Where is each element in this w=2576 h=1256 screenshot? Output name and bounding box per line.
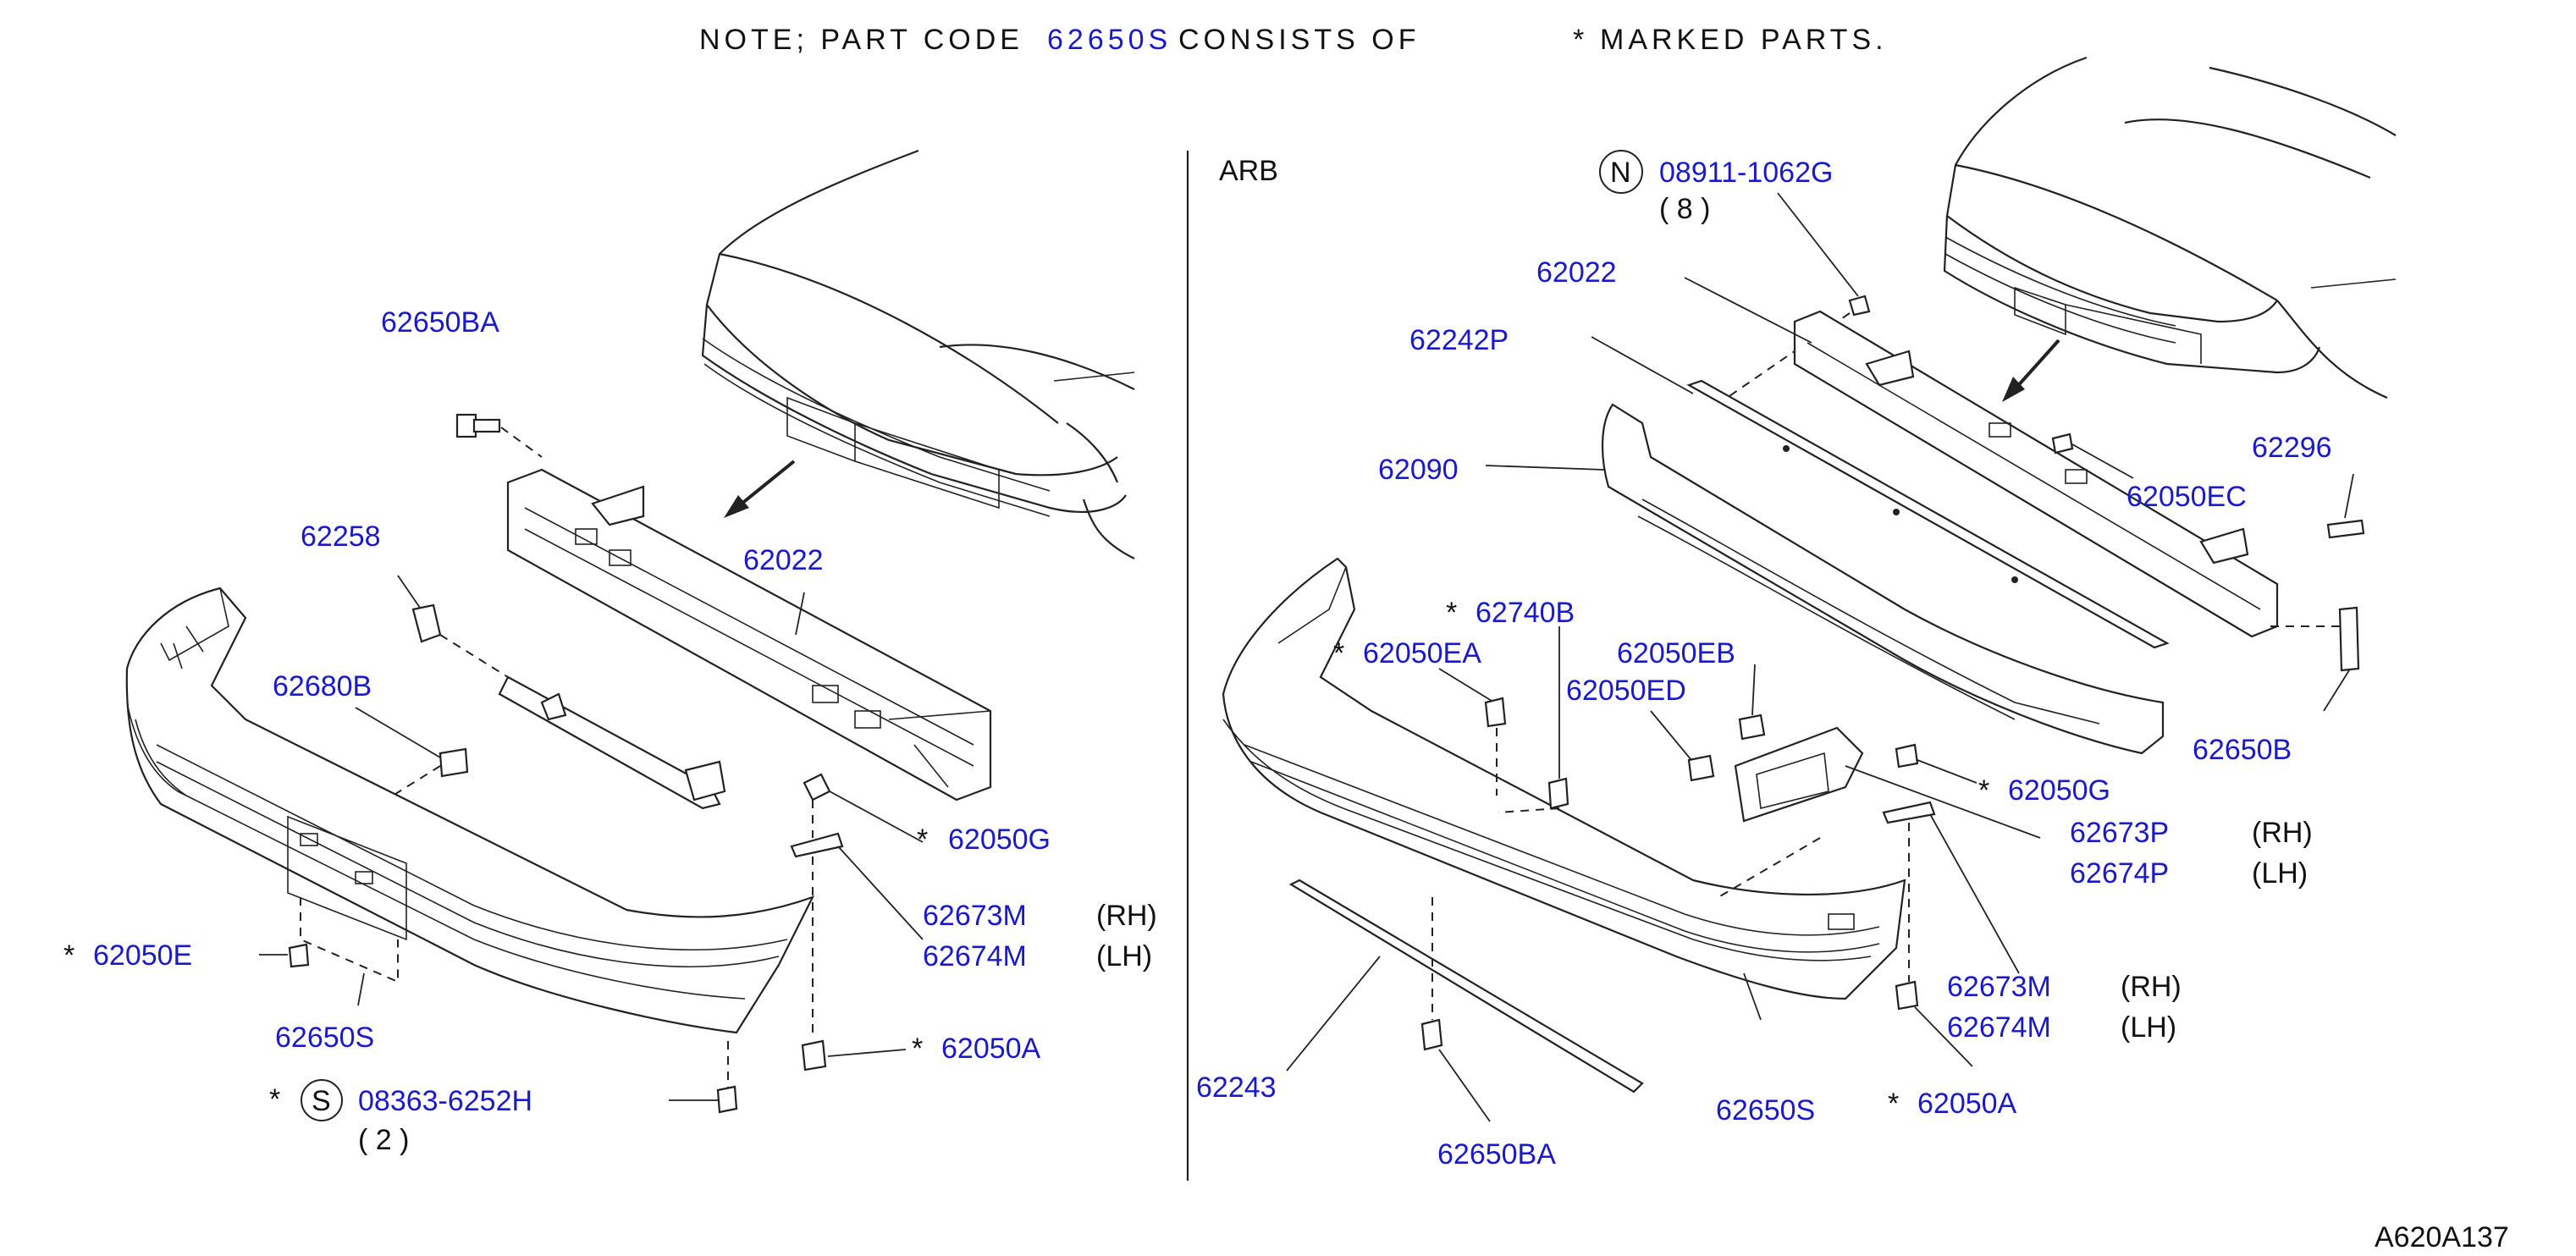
left-bracket-62673M	[790, 832, 924, 1033]
star-r-62050G: *	[1978, 774, 1989, 807]
label-62050A[interactable]: 62050A	[941, 1033, 1041, 1065]
label-r-lh-m: (LH)	[2121, 1011, 2176, 1044]
label-62242P[interactable]: 62242P	[1409, 324, 1509, 356]
label-62050EC[interactable]: 62050EC	[2126, 481, 2247, 513]
right-clip-62050EA	[1438, 668, 1507, 796]
label-08911-1062G[interactable]: 08911-1062G	[1659, 157, 1833, 189]
label-62680B[interactable]: 62680B	[273, 670, 372, 702]
label-r-62650BA[interactable]: 62650BA	[1437, 1138, 1556, 1171]
right-clip-62050EC	[2051, 432, 2134, 479]
label-r-62050G[interactable]: 62050G	[2008, 774, 2110, 807]
label-r-62022[interactable]: 62022	[1536, 256, 1617, 289]
label-62050G[interactable]: 62050G	[948, 824, 1051, 856]
note-marked: MARKED PARTS.	[1600, 24, 1888, 56]
right-clip-62050A	[1895, 980, 1973, 1067]
right-reinforcement-62022	[1684, 277, 2279, 638]
right-bracket-62673M	[1882, 801, 2020, 982]
reference-code: A620A137	[2375, 1221, 2509, 1253]
star-62740B: *	[1446, 597, 1457, 629]
right-panel-drawing	[1222, 56, 2397, 1122]
label-62050E[interactable]: 62050E	[93, 939, 192, 972]
note-part-code[interactable]: 62650S	[1047, 24, 1172, 56]
left-car-body	[701, 149, 1135, 559]
left-direction-arrow	[724, 460, 796, 518]
left-panel-labels: 62650BA 62258 62022 62680B * 62050G 6267…	[63, 306, 1157, 1156]
note-suffix: CONSISTS OF	[1178, 24, 1420, 56]
label-62050ED[interactable]: 62050ED	[1566, 675, 1686, 707]
right-clip-62050ED	[1650, 710, 1715, 782]
n-symbol-circle	[1599, 150, 1643, 194]
star-62050E: *	[63, 939, 74, 972]
n-symbol: N	[1610, 157, 1631, 189]
right-nut-08911	[1726, 192, 1871, 399]
star-62050A: *	[912, 1033, 923, 1065]
label-62650S[interactable]: 62650S	[275, 1022, 374, 1054]
label-62673P[interactable]: 62673P	[2070, 817, 2169, 849]
label-r-lh-p: (LH)	[2252, 857, 2308, 890]
label-62650B[interactable]: 62650B	[2193, 734, 2292, 766]
right-bolt-62650BA	[1420, 897, 1491, 1122]
label-62740B[interactable]: 62740B	[1476, 597, 1575, 629]
note-asterisk: *	[1573, 24, 1588, 56]
left-clip-62050G	[803, 773, 924, 843]
right-bracket-62740B	[1498, 626, 1569, 813]
star-62050G: *	[917, 824, 928, 856]
label-lh: (LH)	[1096, 940, 1152, 972]
label-qty-8: ( 8 )	[1659, 193, 1710, 225]
label-62090[interactable]: 62090	[1378, 454, 1459, 486]
label-r-rh-p: (RH)	[2252, 817, 2313, 849]
label-r-62673M[interactable]: 62673M	[1947, 971, 2051, 1003]
right-fascia-62090	[1485, 403, 2165, 755]
right-clip-62050G	[1895, 743, 1978, 784]
left-screw-08363	[669, 1041, 738, 1114]
star-r-62050A: *	[1888, 1088, 1899, 1120]
label-62674P[interactable]: 62674P	[2070, 857, 2169, 890]
right-panel-labels: ARB N 08911-1062G ( 8 ) 62022 62242P 620…	[1196, 150, 2332, 1171]
s-symbol: S	[312, 1085, 331, 1117]
star-08363: *	[269, 1083, 280, 1116]
label-62050EA[interactable]: 62050EA	[1363, 637, 1481, 669]
left-clip-62050E	[259, 943, 310, 968]
star-62050EA: *	[1333, 637, 1344, 669]
label-62650BA[interactable]: 62650BA	[381, 306, 499, 339]
left-bracket-62258	[411, 603, 726, 810]
label-rh: (RH)	[1096, 900, 1157, 932]
note-prefix: NOTE; PART CODE	[699, 24, 1023, 56]
right-pin-62296	[2326, 473, 2365, 539]
right-clip-62050EB	[1738, 664, 1766, 741]
right-direction-arrow	[2002, 339, 2060, 402]
label-62674M[interactable]: 62674M	[923, 940, 1027, 972]
right-bolt-62650B	[2269, 606, 2360, 712]
label-arb: ARB	[1219, 155, 1278, 187]
left-panel-drawing	[125, 149, 1135, 1114]
label-r-62650S[interactable]: 62650S	[1716, 1094, 1815, 1127]
label-62243[interactable]: 62243	[1196, 1071, 1277, 1104]
right-strip-62243	[1286, 879, 1644, 1093]
label-qty-2: ( 2 )	[358, 1124, 409, 1156]
label-08363-6252H[interactable]: 08363-6252H	[358, 1085, 532, 1117]
left-clip-62050A	[801, 1039, 907, 1071]
label-62296[interactable]: 62296	[2252, 432, 2332, 464]
label-r-rh-m: (RH)	[2121, 971, 2182, 1003]
right-car-body	[1943, 56, 2397, 399]
left-bolt-62650BA	[455, 413, 543, 458]
label-62258[interactable]: 62258	[301, 521, 381, 553]
right-retainer-62242P	[1591, 336, 2170, 649]
label-62673M[interactable]: 62673M	[923, 900, 1027, 932]
header-note: NOTE; PART CODE 62650S CONSISTS OF * MAR…	[699, 24, 1888, 56]
left-fascia-62650S	[125, 587, 815, 1034]
label-r-62674M[interactable]: 62674M	[1947, 1011, 2051, 1044]
s-symbol-circle	[301, 1079, 343, 1121]
label-62022[interactable]: 62022	[743, 544, 824, 576]
right-brackets-62673P	[1718, 726, 2041, 898]
label-62050EB[interactable]: 62050EB	[1617, 637, 1735, 669]
label-r-62050A[interactable]: 62050A	[1917, 1088, 2017, 1120]
left-reinforcement-62022	[506, 468, 992, 802]
